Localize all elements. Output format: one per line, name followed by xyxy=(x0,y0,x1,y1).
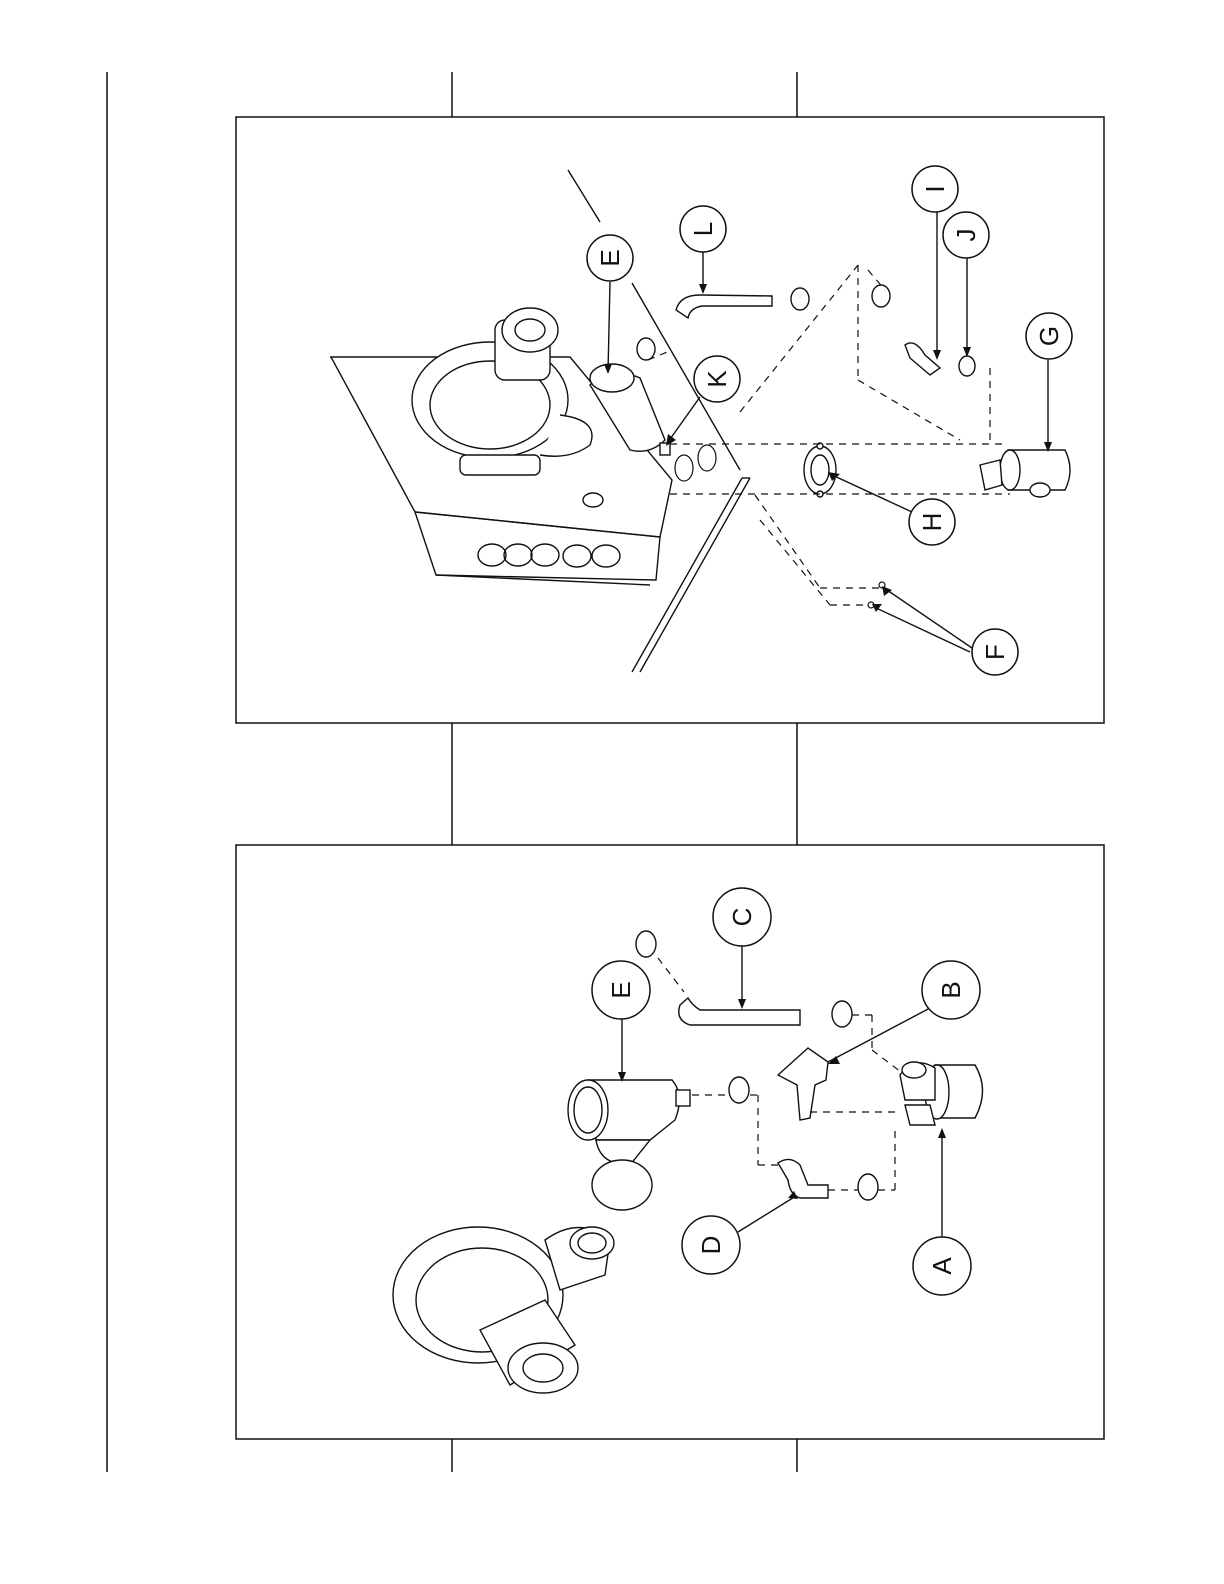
callout-D: D xyxy=(682,1216,740,1274)
callout-A: A xyxy=(913,1237,971,1295)
callout-F: F xyxy=(972,629,1018,675)
callout-E-bottom-letter: E xyxy=(606,981,636,998)
callout-L-letter: L xyxy=(688,222,718,236)
bottom-exploded-view: C E B D A xyxy=(236,845,1104,1439)
top-exploded-view: L E I J G K H F xyxy=(236,117,1104,723)
callout-K: K xyxy=(694,356,740,402)
callout-I: I xyxy=(912,166,958,212)
fitting-K xyxy=(660,443,670,455)
callout-H: H xyxy=(909,499,955,545)
callout-C: C xyxy=(713,888,771,946)
callout-L: L xyxy=(680,206,726,252)
bottom-figure-frame xyxy=(236,845,1104,1439)
callout-C-letter: C xyxy=(727,908,757,927)
callout-H-letter: H xyxy=(917,513,947,532)
top-figure-frame xyxy=(236,117,1104,723)
callout-B: B xyxy=(922,961,980,1019)
callout-G-letter: G xyxy=(1034,326,1064,346)
callout-E-top: E xyxy=(587,235,633,281)
callout-G: G xyxy=(1026,313,1072,359)
callout-B-letter: B xyxy=(936,981,966,998)
callout-A-letter: A xyxy=(927,1257,957,1275)
callout-J: J xyxy=(943,212,989,258)
callout-K-letter: K xyxy=(702,370,732,388)
callout-I-letter: I xyxy=(920,185,950,192)
callout-D-letter: D xyxy=(696,1236,726,1255)
callout-E-top-letter: E xyxy=(595,249,625,266)
pressure-switch-A xyxy=(900,1062,983,1125)
callout-J-letter: J xyxy=(951,229,981,242)
callout-F-letter: F xyxy=(980,644,1010,660)
callout-E-bottom: E xyxy=(592,961,650,1019)
